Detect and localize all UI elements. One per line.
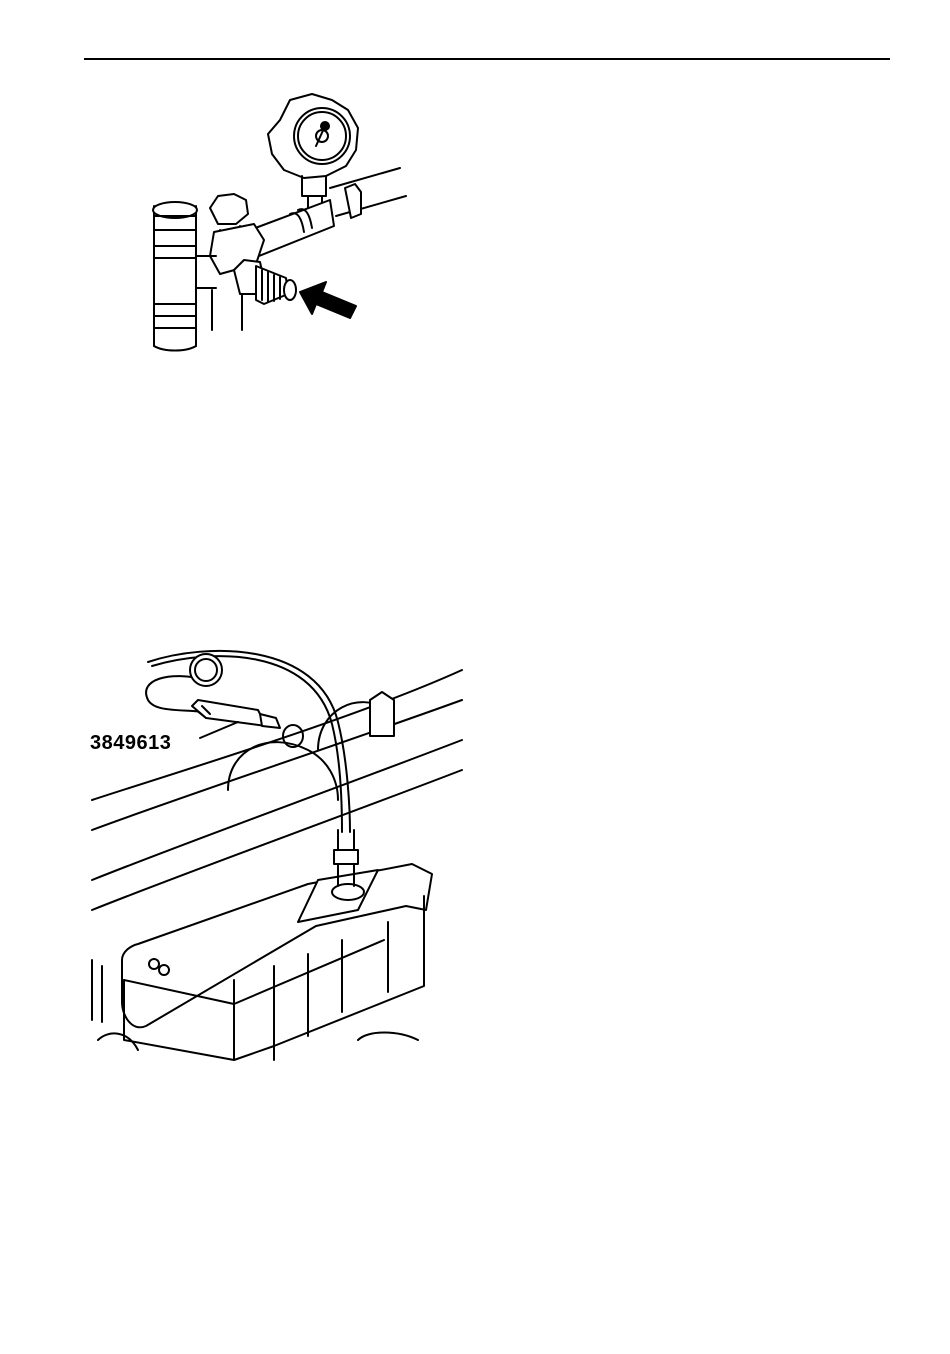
part-number-label: 3849613 [90,732,171,755]
pointer-arrow-icon [300,282,356,318]
pressure-tester-valve-figure [130,80,410,360]
expansion-tank-icon [92,830,432,1060]
pressure-tester-icon [190,654,303,747]
expansion-tank-test-figure [88,640,468,1070]
tee-fitting-icon [153,168,406,351]
header-rule [84,58,890,60]
pressure-gauge-icon [268,94,358,216]
